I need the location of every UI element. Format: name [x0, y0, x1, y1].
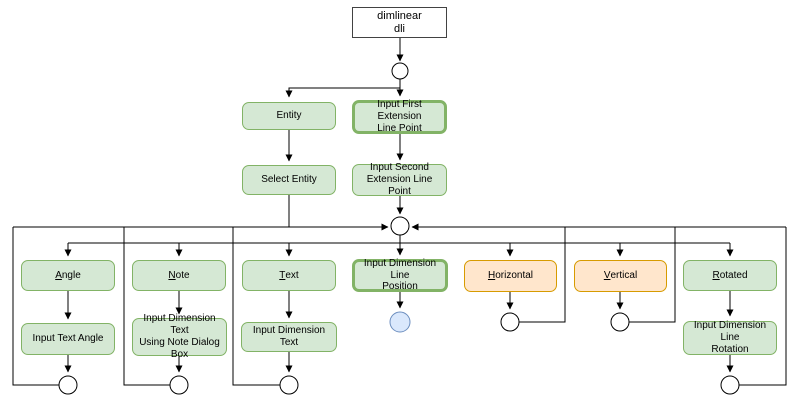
loop-circle-rotated	[720, 375, 740, 395]
node-input-dimension-text-note-dialog: Input Dimension Text Using Note Dialog B…	[132, 313, 227, 360]
loop-vertical	[629, 227, 676, 323]
loop-horizontal	[519, 227, 566, 323]
loop-circle-vertical	[610, 312, 630, 332]
connector-circle-merge	[390, 216, 410, 236]
node-entity: Entity	[242, 102, 336, 130]
loop-angle	[12, 227, 59, 386]
edge-split-to-entity	[285, 79, 401, 98]
loop-circle-horizontal	[500, 312, 520, 332]
node-input-dimension-line-rotation: Input Dimension Line Rotation	[683, 320, 777, 355]
loop-circle-text	[279, 375, 299, 395]
loop-rotated	[739, 227, 787, 386]
terminal-circle-blue	[389, 311, 411, 333]
loop-circle-note	[169, 375, 189, 395]
connector-circle-start	[391, 62, 409, 80]
loop-text	[232, 227, 280, 386]
node-input-text-angle: Input Text Angle	[21, 323, 115, 355]
node-dimlinear-start: dimlinear dli	[352, 7, 447, 38]
node-input-second-extension-line-point: Input Second Extension Line Point	[352, 162, 447, 197]
node-input-dimension-line-position: Input Dimension Line Position	[352, 258, 448, 292]
node-input-first-extension-line-point: Input First Extension Line Point	[352, 99, 447, 134]
node-input-dimension-text: Input Dimension Text	[241, 322, 337, 352]
loop-note	[123, 227, 170, 386]
node-select-entity: Select Entity	[242, 165, 336, 195]
loop-circle-angle	[58, 375, 78, 395]
